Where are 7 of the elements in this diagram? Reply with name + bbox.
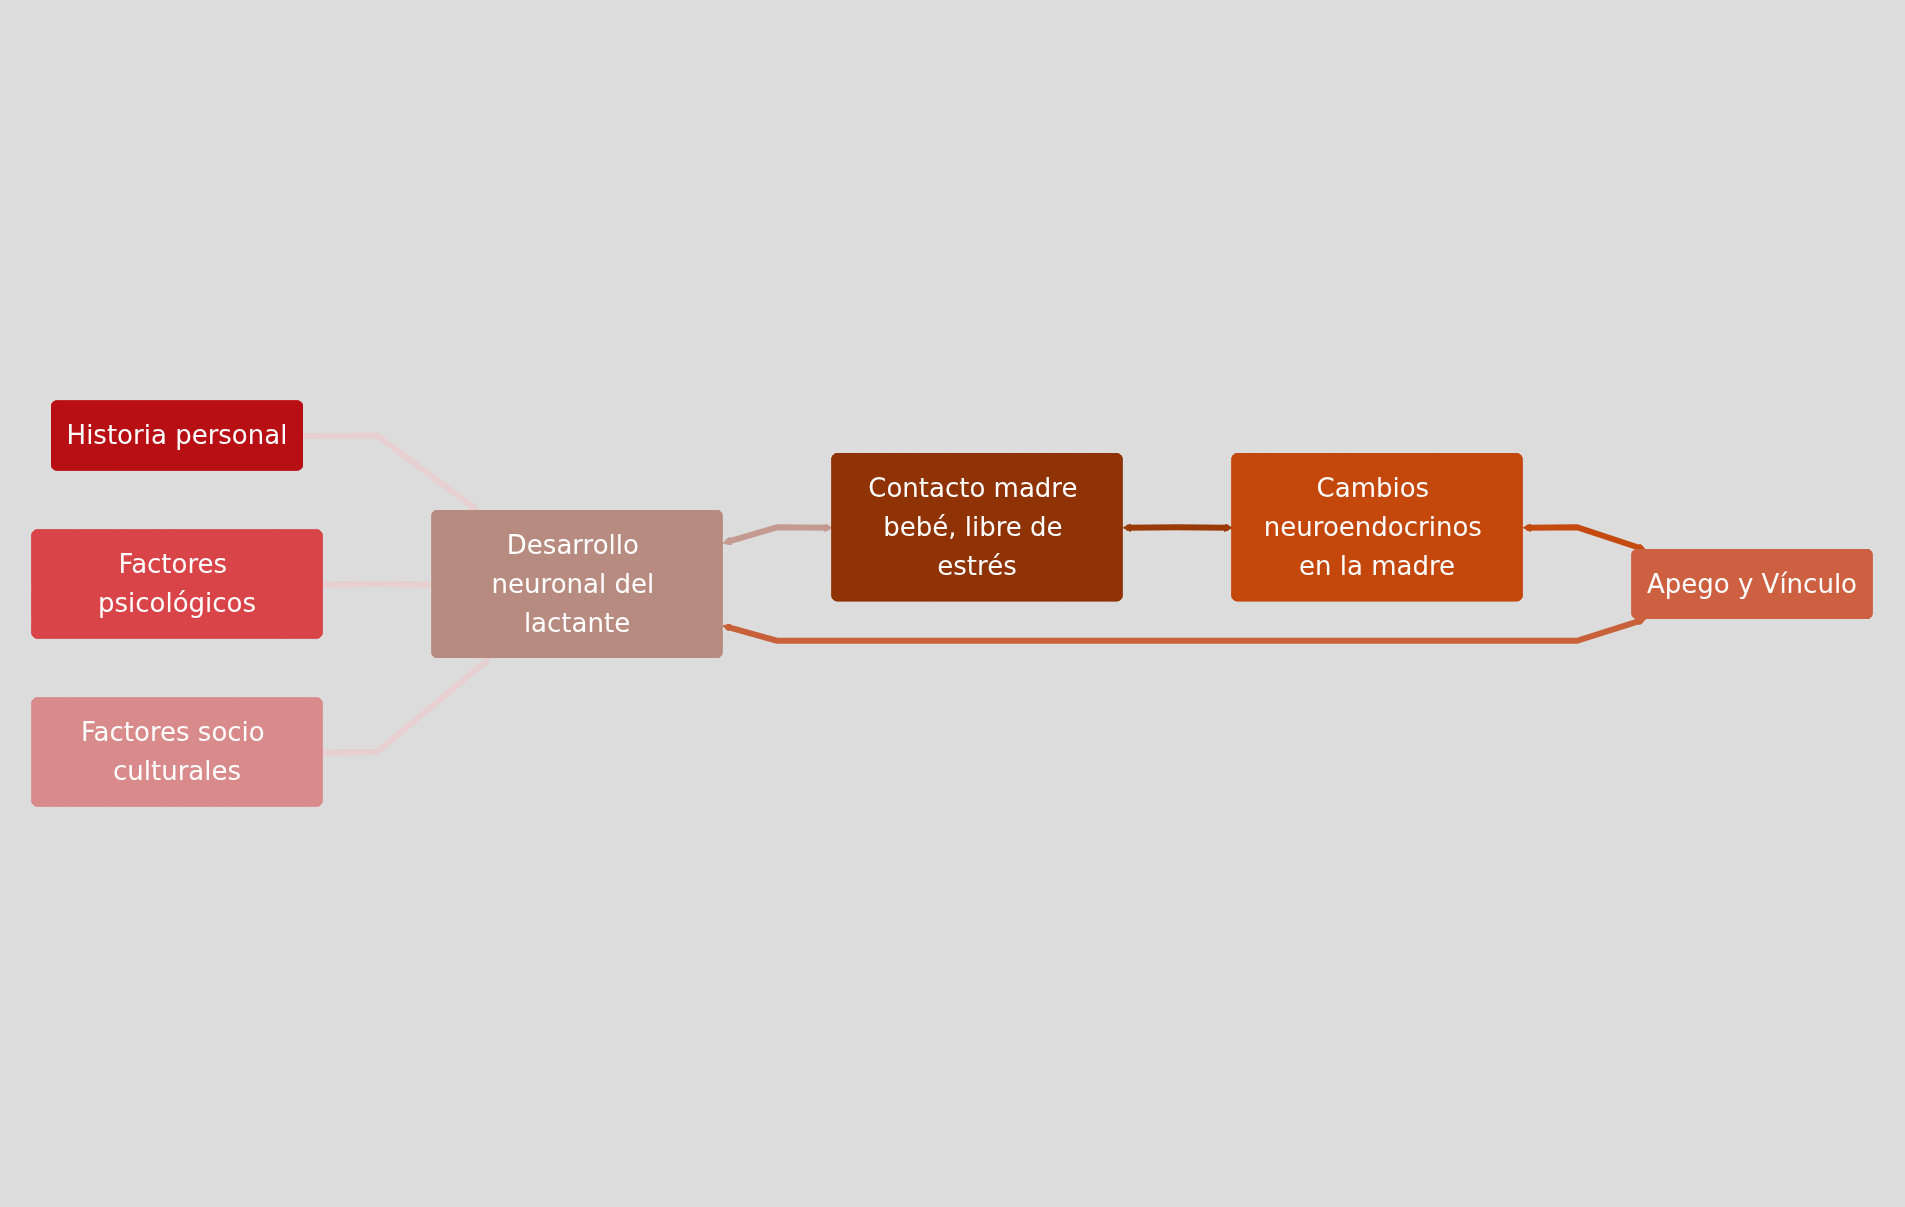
arrow [322, 580, 434, 589]
arrow [1123, 523, 1234, 533]
arrow [722, 617, 1647, 644]
arrow [1523, 523, 1647, 552]
arrow [322, 657, 491, 756]
arrow [303, 432, 480, 512]
arrow [722, 523, 834, 546]
